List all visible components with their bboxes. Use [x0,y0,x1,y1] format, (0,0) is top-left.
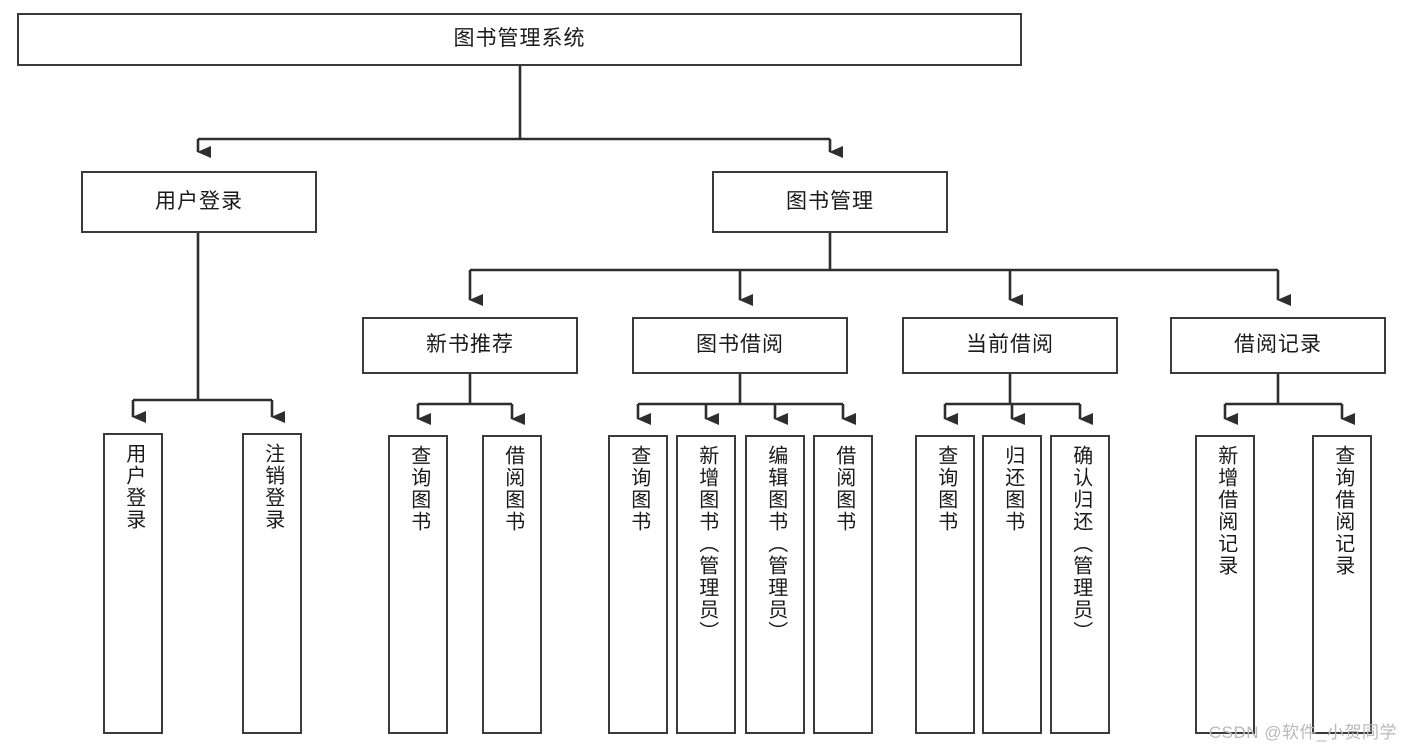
leaf-add-borrow-record[interactable]: 新增借阅记录 [1195,435,1255,734]
watermark-text: CSDN @软件_小贺同学 [1208,723,1397,742]
leaf-logout[interactable]: 注销登录 [242,433,302,734]
leaf-borrow-book-recommend[interactable]: 借阅图书 [482,435,542,734]
node-label: 图书管理 [786,189,874,213]
node-label: 图书借阅 [696,333,784,357]
node-label: 当前借阅 [966,333,1054,357]
leaf-user-login[interactable]: 用户登录 [103,433,163,734]
node-label: 新书推荐 [426,333,514,357]
node-label: 查询图书 [407,445,430,533]
node-borrow-record[interactable]: 借阅记录 [1170,317,1386,374]
node-label: 编辑图书（管理员） [764,445,787,643]
leaf-confirm-return-admin[interactable]: 确认归还（管理员） [1050,435,1110,734]
node-label: 归还图书 [1001,445,1024,533]
leaf-query-book-current[interactable]: 查询图书 [915,435,975,734]
leaf-add-book-admin[interactable]: 新增图书（管理员） [676,435,736,734]
leaf-query-book-borrow[interactable]: 查询图书 [608,435,668,734]
node-label: 图书管理系统 [453,27,586,51]
node-label: 用户登录 [155,189,243,213]
node-book-management[interactable]: 图书管理 [712,171,948,233]
node-label: 新增借阅记录 [1214,445,1237,577]
node-label: 查询借阅记录 [1331,445,1354,577]
node-label: 用户登录 [122,443,145,531]
leaf-borrow-book[interactable]: 借阅图书 [813,435,873,734]
node-label: 借阅图书 [501,445,524,533]
node-current-borrow[interactable]: 当前借阅 [902,317,1118,374]
node-new-book-recommend[interactable]: 新书推荐 [362,317,578,374]
node-user-login[interactable]: 用户登录 [81,171,317,233]
leaf-return-book[interactable]: 归还图书 [982,435,1042,734]
node-label: 查询图书 [627,445,650,533]
node-label: 借阅图书 [832,445,855,533]
node-label: 注销登录 [261,443,284,531]
node-label: 查询图书 [934,445,957,533]
node-label: 新增图书（管理员） [695,445,718,643]
leaf-query-book-recommend[interactable]: 查询图书 [388,435,448,734]
node-book-borrow[interactable]: 图书借阅 [632,317,848,374]
node-label: 借阅记录 [1234,333,1322,357]
node-label: 确认归还（管理员） [1069,445,1092,643]
leaf-query-borrow-record[interactable]: 查询借阅记录 [1312,435,1372,734]
leaf-edit-book-admin[interactable]: 编辑图书（管理员） [745,435,805,734]
node-root[interactable]: 图书管理系统 [17,13,1022,66]
